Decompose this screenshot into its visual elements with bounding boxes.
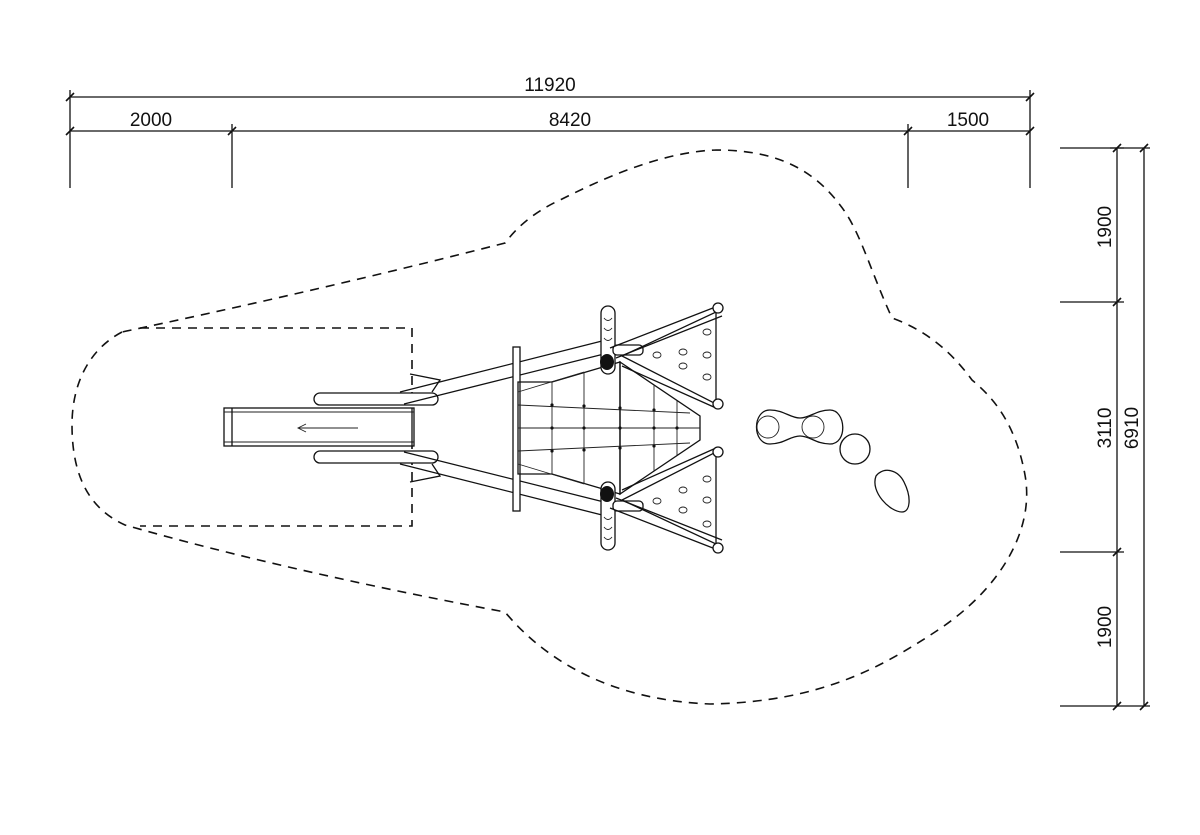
slide-handrail-bottom <box>313 450 439 464</box>
tick-mark <box>1112 297 1122 307</box>
stepping-stone-round <box>839 433 871 465</box>
left-segment-label: 2000 <box>130 110 172 131</box>
frame-beam <box>399 463 607 517</box>
right-segment-label: 1500 <box>947 110 989 131</box>
tick-mark <box>1139 143 1149 153</box>
beam-cap <box>712 398 724 410</box>
post-bottom <box>600 486 614 502</box>
frame-beam <box>399 339 607 393</box>
tick-mark <box>65 126 75 136</box>
tick-mark <box>903 126 913 136</box>
tick-mark <box>1025 126 1035 136</box>
tick-mark <box>227 126 237 136</box>
net-line <box>517 371 585 393</box>
net-line <box>517 463 585 485</box>
arrow-head-icon <box>296 423 307 433</box>
frame-beam <box>609 305 719 349</box>
top-segment-label: 1900 <box>1095 206 1116 248</box>
ring-hole <box>801 415 825 439</box>
climbing-holds-top <box>652 328 712 381</box>
center-segment-label: 3110 <box>1095 408 1116 449</box>
climbing-wall-top <box>620 310 717 406</box>
overall-width-label: 6910 <box>1122 407 1143 449</box>
ladder-rungs-top <box>603 317 613 341</box>
tick-mark <box>1025 92 1035 102</box>
ladder-rungs-bottom <box>603 516 613 540</box>
climbing-frame <box>399 302 724 554</box>
slide-chute <box>223 407 415 447</box>
tick-mark <box>1112 547 1122 557</box>
tick-mark <box>65 92 75 102</box>
overall-length-label: 11920 <box>524 75 575 96</box>
climbing-wall-bottom <box>620 450 717 546</box>
tick-mark <box>1139 701 1149 711</box>
stepping-elements <box>756 409 910 513</box>
frame-beam <box>403 451 613 505</box>
connector-bar <box>612 500 644 512</box>
slide <box>223 373 442 483</box>
cross-post-left <box>512 346 521 512</box>
net-deck-right <box>619 360 701 496</box>
slide-handrail-top <box>313 392 439 406</box>
tick-mark <box>1112 701 1122 711</box>
safety-zone-outline <box>71 149 1028 705</box>
beam-cap <box>712 542 724 554</box>
net-knots <box>550 403 679 453</box>
bottom-segment-label: 1900 <box>1095 606 1116 648</box>
horizontal-dimensions: 11920 2000 8420 1500 <box>65 75 1035 188</box>
beam-cap <box>712 302 724 314</box>
connector-bar <box>612 344 644 356</box>
ring-hole <box>756 415 780 439</box>
net-line <box>517 442 691 452</box>
middle-segment-label: 8420 <box>549 110 591 131</box>
post-top <box>600 354 614 370</box>
stepping-stone-drop <box>874 469 910 513</box>
frame-beam <box>609 507 719 551</box>
frame-beam <box>621 447 717 491</box>
frame-beam <box>403 351 613 405</box>
vertical-dimensions: 1900 3110 1900 6910 <box>1060 143 1150 711</box>
frame-beam <box>621 365 717 409</box>
climbing-holds-bottom <box>652 475 712 528</box>
beam-cap <box>712 446 724 458</box>
slide-wing-bottom <box>409 463 442 483</box>
net-line <box>517 404 691 414</box>
double-stepping-ring <box>756 409 844 445</box>
slide-wing-top <box>409 373 442 393</box>
